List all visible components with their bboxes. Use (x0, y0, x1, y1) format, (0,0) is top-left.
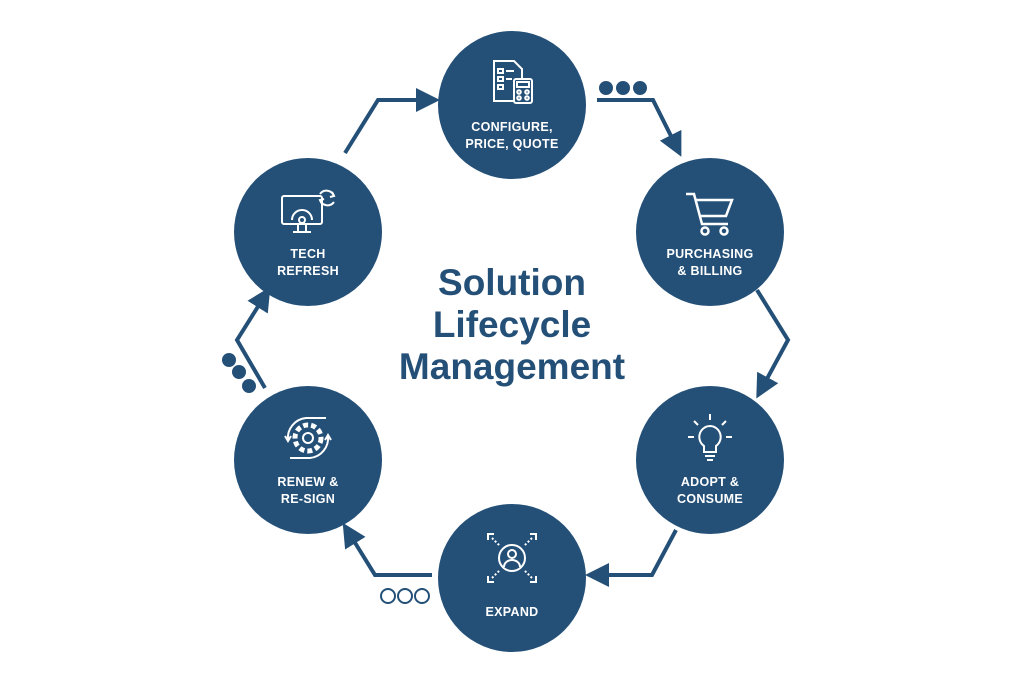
dots-filled-left (222, 353, 256, 393)
lightbulb-icon (688, 414, 732, 461)
node-configure-price-quote: CONFIGURE, PRICE, QUOTE (438, 31, 586, 179)
node-label: EXPAND (485, 605, 539, 619)
monitor-gear-refresh-icon (281, 189, 336, 233)
node-label: CONFIGURE, (471, 120, 553, 134)
node-tech-refresh: TECH REFRESH (234, 158, 382, 306)
node-renew-resign: RENEW & RE-SIGN (234, 386, 382, 534)
arrow-adopt-to-expand (585, 529, 678, 587)
node-label: & BILLING (677, 264, 743, 278)
shopping-cart-icon (686, 192, 734, 236)
arrow-renew-to-tech (234, 286, 271, 390)
gear-cycle-icon (284, 417, 332, 459)
title-line: Solution (438, 262, 586, 303)
node-label: ADOPT & (680, 475, 740, 489)
arrow-purchasing-to-adopt (755, 288, 791, 399)
node-label: PRICE, QUOTE (465, 137, 559, 151)
arrow-expand-to-renew (342, 522, 432, 577)
node-expand: EXPAND (438, 504, 586, 652)
node-label: RENEW & (277, 475, 339, 489)
node-label: RE-SIGN (280, 492, 336, 506)
dots-open-bottom (380, 588, 430, 604)
user-expand-icon (487, 533, 537, 583)
node-label: TECH (290, 247, 326, 261)
document-calculator-icon (493, 60, 533, 104)
node-adopt-consume: ADOPT & CONSUME (636, 386, 784, 534)
arrow-tech-to-cpq (343, 88, 440, 155)
node-purchasing-billing: PURCHASING & BILLING (636, 158, 784, 306)
node-label: PURCHASING (666, 247, 754, 261)
node-label: CONSUME (677, 492, 743, 506)
arrow-cpq-to-purchasing (597, 98, 682, 157)
dots-filled-top (599, 81, 647, 95)
node-label: REFRESH (277, 264, 339, 278)
diagram-title: Solution Lifecycle Management (362, 262, 662, 388)
title-line: Lifecycle (432, 304, 592, 345)
title-line: Management (398, 346, 626, 387)
